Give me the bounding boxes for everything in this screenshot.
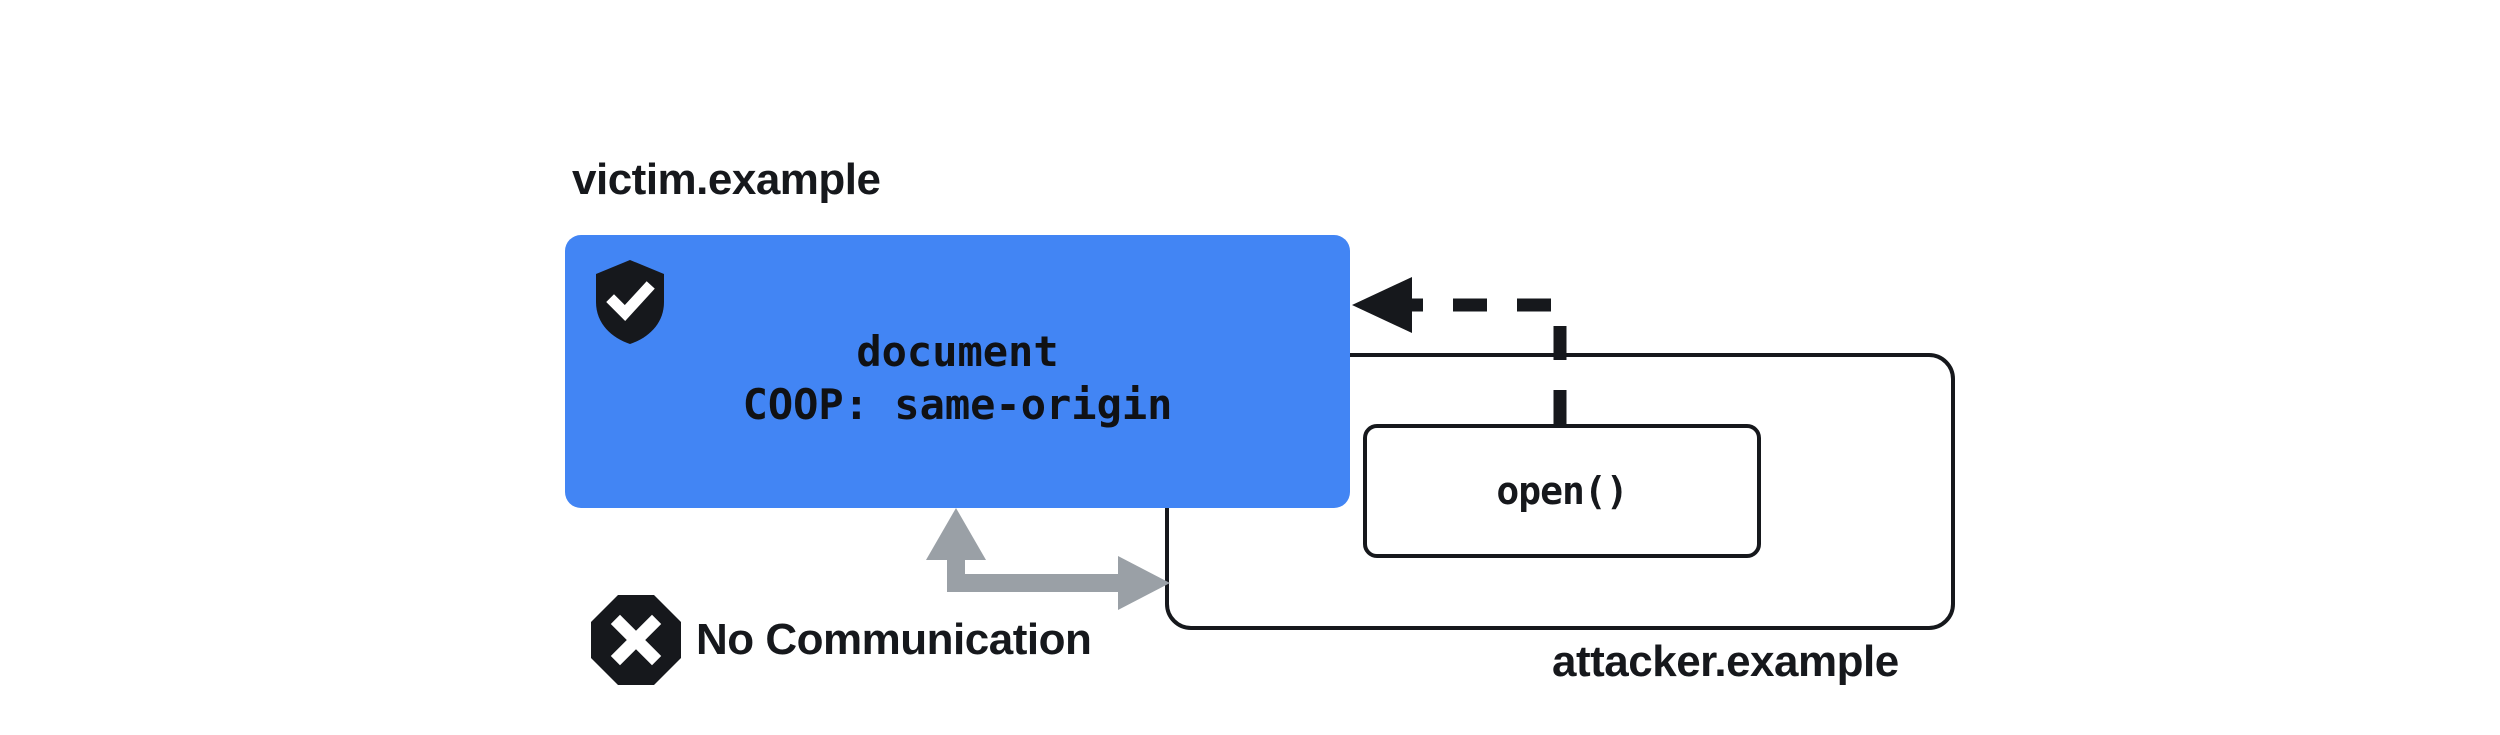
attacker-origin-label: attacker.example (1552, 637, 1899, 686)
victim-document-box: document COOP: same-origin (565, 235, 1350, 508)
shield-check-icon (596, 260, 664, 344)
no-communication-group: No Communication (588, 592, 1092, 688)
open-call-label: open() (1496, 469, 1628, 513)
victim-document-line-1: document (856, 327, 1059, 376)
victim-origin-label: victim.example (572, 155, 881, 204)
octagon-x-icon (591, 595, 681, 685)
open-call-box: open() (1363, 424, 1761, 558)
victim-document-line-2: COOP: same-origin (742, 379, 1173, 429)
victim-document-text-block: document COOP: same-origin (565, 235, 1350, 508)
no-communication-label: No Communication (696, 615, 1092, 664)
